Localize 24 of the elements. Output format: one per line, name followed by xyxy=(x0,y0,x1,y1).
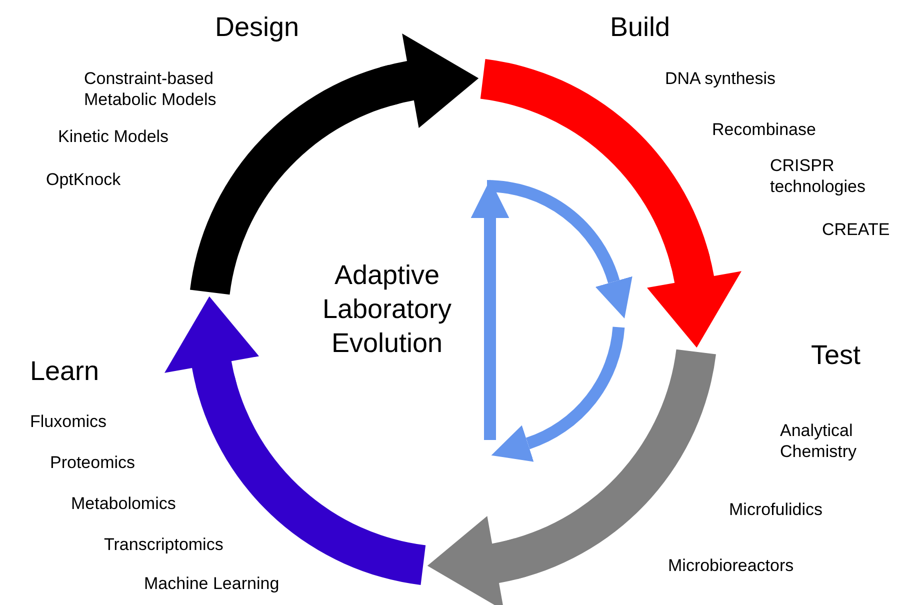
center-label: Adaptive Laboratory Evolution xyxy=(321,259,453,360)
method-label: Transcriptomics xyxy=(104,534,224,555)
method-label: Fluxomics xyxy=(30,411,107,432)
method-label: Microbioreactors xyxy=(668,555,794,576)
method-label: Analytical Chemistry xyxy=(780,420,858,462)
cycle-arrow xyxy=(164,296,259,395)
method-label: CRISPR technologies xyxy=(770,155,866,197)
method-label: CREATE xyxy=(822,219,890,240)
method-label: Constraint-based Metabolic Models xyxy=(84,68,218,110)
method-label: Microfulidics xyxy=(729,499,823,520)
method-label: OptKnock xyxy=(46,169,121,190)
stage-title: Test xyxy=(811,340,861,371)
cycle-arrow xyxy=(427,516,526,605)
method-label: DNA synthesis xyxy=(665,68,776,89)
method-label: Metabolomics xyxy=(71,493,176,514)
method-label: Kinetic Models xyxy=(58,126,169,147)
stage-title: Learn xyxy=(30,356,100,387)
cycle-arrow xyxy=(380,34,479,128)
stage-title: Design xyxy=(215,12,300,43)
stage-title: Build xyxy=(610,12,670,43)
cycle-arrow xyxy=(647,249,742,348)
method-label: Recombinase xyxy=(712,119,816,140)
method-label: Proteomics xyxy=(50,452,136,473)
method-label: Machine Learning xyxy=(144,573,280,594)
